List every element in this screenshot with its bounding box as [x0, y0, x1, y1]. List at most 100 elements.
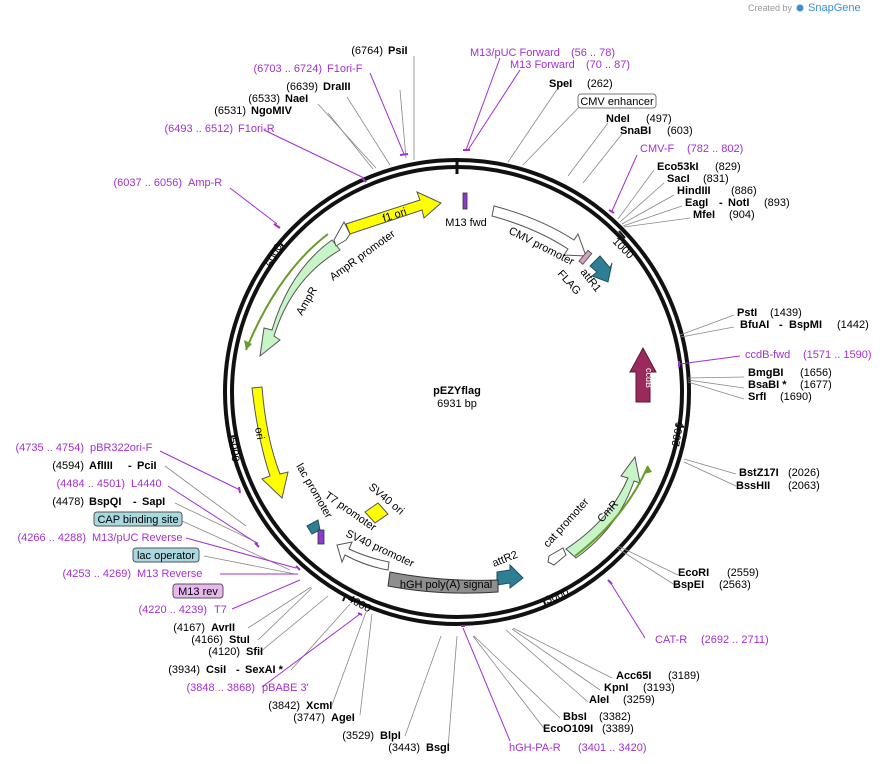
- cmr-orf-line: [574, 465, 649, 557]
- l4440-pos: (4484 .. 4501): [57, 478, 126, 490]
- f1ori-r-name[interactable]: F1ori-R: [238, 123, 275, 135]
- hgh-pa-r-name[interactable]: hGH-PA-R: [509, 742, 561, 754]
- l4440-name[interactable]: L4440: [131, 478, 162, 490]
- draiii-name[interactable]: DraIII: [323, 81, 351, 93]
- bsabi-name[interactable]: BsaBI *: [748, 379, 787, 391]
- sv40-promoter-arrow[interactable]: [336, 541, 390, 571]
- acc65i-name[interactable]: Acc65I: [616, 670, 651, 682]
- f1ori-f-name[interactable]: F1ori-F: [327, 63, 363, 75]
- sv40-ori-box[interactable]: [364, 502, 389, 524]
- cap-binding-site-box[interactable]: [93, 511, 183, 527]
- naei-name[interactable]: NaeI: [285, 93, 308, 105]
- avrii-name[interactable]: AvrII: [211, 622, 235, 634]
- cmv-enhancer-box[interactable]: [577, 93, 657, 109]
- mfei-name[interactable]: MfeI: [693, 209, 715, 221]
- spei-name[interactable]: SpeI: [549, 78, 572, 90]
- primer-leader-lines: [159, 57, 741, 742]
- primer-ticks: [238, 149, 680, 627]
- sfii-name[interactable]: SfiI: [246, 646, 263, 658]
- m13-reverse-name[interactable]: M13 Reverse: [137, 568, 202, 580]
- hgh-pa-r-pos: (3401 .. 3420): [578, 742, 647, 754]
- kpni-name[interactable]: KpnI: [604, 682, 628, 694]
- ecoo109i-name[interactable]: EcoO109I: [543, 723, 593, 735]
- ndei-name[interactable]: NdeI: [606, 113, 630, 125]
- csii-name[interactable]: CsiI: [206, 664, 226, 676]
- bsshii-name[interactable]: BssHII: [736, 480, 770, 492]
- blpi-name[interactable]: BlpI: [380, 730, 401, 742]
- bmgbi-name[interactable]: BmgBI: [748, 367, 783, 379]
- cap-binding-site-label: CAP binding site: [97, 514, 178, 526]
- bspei-pos: (2563): [719, 579, 751, 591]
- hindiii-name[interactable]: HindIII: [677, 185, 711, 197]
- bspmi-name[interactable]: BspMI: [789, 319, 822, 331]
- t7-name[interactable]: T7: [214, 604, 227, 616]
- bsgi-name[interactable]: BsgI: [426, 742, 450, 754]
- m13-forward-name[interactable]: M13 Forward: [510, 59, 575, 71]
- pbr322ori-f-pos: (4735 .. 4754): [16, 442, 85, 454]
- saci-name[interactable]: SacI: [667, 173, 690, 185]
- lac-operator-box[interactable]: [132, 547, 200, 563]
- lac-operator-label: lac operator: [137, 550, 195, 562]
- bfuai-name[interactable]: BfuAI: [740, 319, 769, 331]
- m13puc-fwd-pos: (56 .. 78): [571, 47, 615, 59]
- ngomiv-name[interactable]: NgoMIV: [251, 105, 293, 117]
- pcii-name[interactable]: PciI: [137, 460, 157, 472]
- sexai-name[interactable]: SexAI *: [245, 664, 284, 676]
- cmr-orf-arrowhead: [644, 466, 652, 474]
- stui-name[interactable]: StuI: [229, 634, 250, 646]
- cmv-f-name[interactable]: CMV-F: [640, 143, 675, 155]
- m13-rev-box[interactable]: [172, 583, 224, 599]
- bspqi-name[interactable]: BspQI: [89, 496, 121, 508]
- attr1-arrow[interactable]: [589, 255, 613, 283]
- srfi-pos: (1690): [780, 391, 812, 403]
- bbsi-name[interactable]: BbsI: [563, 711, 587, 723]
- m13puc-rev-name[interactable]: M13/pUC Reverse: [92, 532, 182, 544]
- hgh-polya-arrow[interactable]: [387, 571, 499, 594]
- ccdb-arrow[interactable]: [629, 346, 657, 403]
- ori-arrow[interactable]: [251, 386, 289, 499]
- sapi-name[interactable]: SapI: [142, 496, 165, 508]
- eagi-sep: -: [719, 197, 723, 209]
- pbabe-3-name[interactable]: pBABE 3': [262, 682, 309, 694]
- m13puc-fwd-name[interactable]: M13/pUC Forward: [470, 47, 560, 59]
- bspei-name[interactable]: BspEI: [673, 579, 704, 591]
- psti-name[interactable]: PstI: [737, 307, 757, 319]
- pbabe-3-pos: (3848 .. 3868): [187, 682, 256, 694]
- eco53ki-name[interactable]: Eco53kI: [657, 161, 699, 173]
- pbr322ori-f-name[interactable]: pBR322ori-F: [90, 442, 153, 454]
- acc65i-pos: (3189): [668, 670, 700, 682]
- alei-name[interactable]: AleI: [589, 694, 609, 706]
- psi-name[interactable]: PsiI: [388, 45, 408, 57]
- credit-brand[interactable]: SnapGene: [808, 2, 861, 14]
- ccdb-fwd-name[interactable]: ccdB-fwd: [745, 349, 790, 361]
- snabi-pos: (603): [667, 125, 693, 137]
- m13-fwd-marker[interactable]: [462, 192, 468, 210]
- srfi-name[interactable]: SrfI: [748, 391, 766, 403]
- m13-rev-marker[interactable]: [317, 529, 325, 545]
- bsgi-pos: (3443): [388, 742, 420, 754]
- cat-r-name[interactable]: CAT-R: [655, 634, 687, 646]
- afliii-name[interactable]: AflIII: [89, 460, 113, 472]
- f1-ori-arrow[interactable]: [345, 191, 442, 235]
- xcmi-name[interactable]: XcmI: [306, 700, 332, 712]
- f1-ori-label: f1 ori: [381, 206, 408, 225]
- attr2-arrow[interactable]: [496, 563, 524, 590]
- ecori-name[interactable]: EcoRI: [678, 567, 709, 579]
- ngomiv-pos: (6531): [214, 105, 246, 117]
- m13-fwd-label: M13 fwd: [445, 217, 487, 229]
- noti-name[interactable]: NotI: [728, 197, 749, 209]
- flag-marker[interactable]: [578, 249, 593, 265]
- cmr-arrow[interactable]: [565, 455, 641, 559]
- amp-r-name[interactable]: Amp-R: [188, 177, 222, 189]
- eagi-name[interactable]: EagI: [685, 197, 708, 209]
- ccdb-label: ccdB: [644, 368, 654, 388]
- ampr-promoter-arrow[interactable]: [333, 220, 351, 247]
- snabi-name[interactable]: SnaBI: [620, 125, 651, 137]
- ampr-arrow[interactable]: [259, 239, 341, 358]
- agei-name[interactable]: AgeI: [331, 712, 355, 724]
- tick-label-5000: 5000: [226, 437, 241, 463]
- cat-promoter-arrow[interactable]: [547, 547, 567, 566]
- cmv-promoter-arrow[interactable]: [491, 205, 587, 257]
- bstz17i-name[interactable]: BstZ17I: [739, 467, 779, 479]
